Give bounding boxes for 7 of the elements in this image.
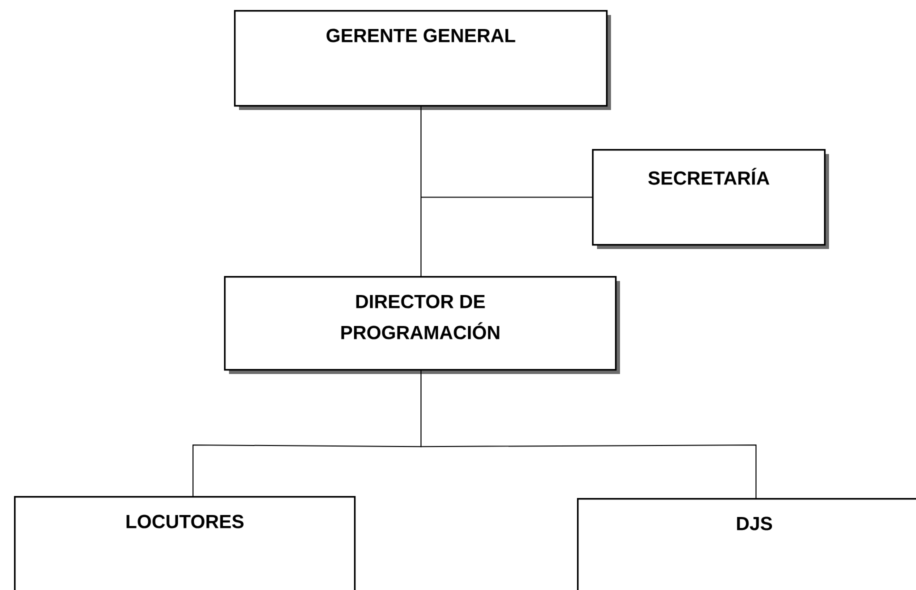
org-box: GERENTE GENERAL xyxy=(234,10,611,110)
org-box: DIRECTOR DE PROGRAMACIÓN xyxy=(224,276,620,374)
org-box: SECRETARÍA xyxy=(592,149,829,249)
connector-line xyxy=(420,106,422,276)
org-box: DJS xyxy=(577,498,916,590)
org-box: LOCUTORES xyxy=(14,496,356,590)
connector-line xyxy=(420,370,756,498)
